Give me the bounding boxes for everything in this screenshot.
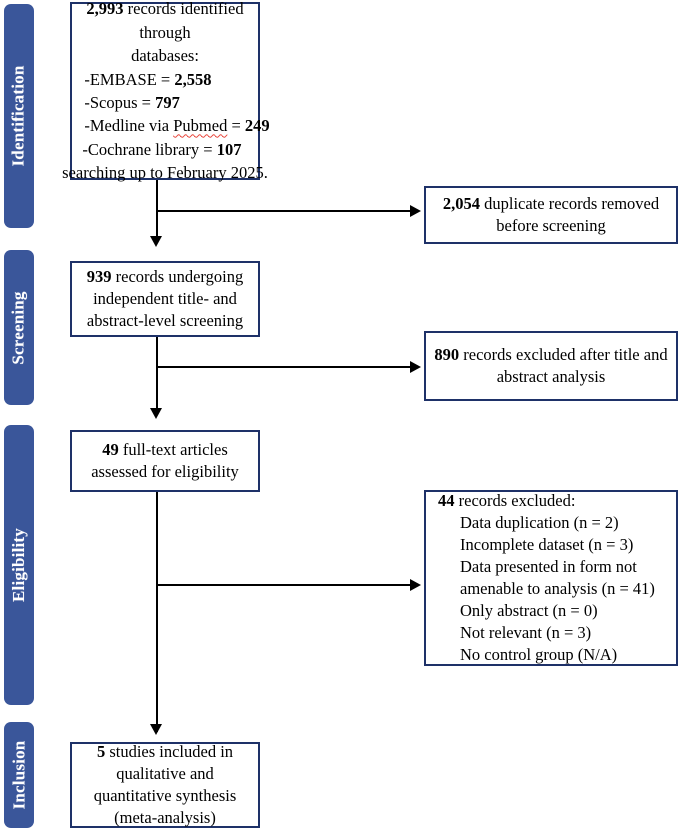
connector-screening-to-excluded bbox=[156, 366, 412, 368]
stage-label-screening: Screening bbox=[9, 290, 29, 365]
box-duplicates-removed: 2,054 duplicate records removed before s… bbox=[424, 186, 678, 244]
box-eligibility-excluded: 44 records excluded: Data duplication (n… bbox=[424, 490, 678, 666]
identification-count: 2,993 bbox=[86, 0, 124, 19]
eligibility-excluded-count: 44 bbox=[438, 491, 455, 511]
identification-heading-text: records identified through bbox=[123, 0, 244, 42]
screening-text: 939 records undergoing independent title… bbox=[72, 266, 258, 331]
eligibility-excluded-title: 44 records excluded: bbox=[426, 490, 575, 512]
source-name-pubmed-flagged: Pubmed bbox=[173, 116, 228, 136]
box-screening-records: 939 records undergoing independent title… bbox=[70, 261, 260, 337]
exclusion-reason-data-presented-form: Data presented in form not bbox=[460, 557, 637, 577]
arrowhead-down-to-screening bbox=[150, 236, 162, 247]
box-inclusion-studies: 5 studies included in qualitative and qu… bbox=[70, 742, 260, 828]
stage-bar-eligibility: Eligibility bbox=[4, 425, 34, 705]
stage-label-eligibility: Eligibility bbox=[9, 528, 28, 602]
dash-glyph: - bbox=[84, 93, 90, 112]
source-name-embase: EMBASE = bbox=[89, 69, 175, 89]
inclusion-count: 5 bbox=[96, 742, 106, 762]
screening-excluded-text: 890 records excluded after title and abs… bbox=[426, 344, 676, 388]
dash-glyph: - bbox=[84, 69, 90, 89]
exclusion-reason-data-presented-form-cont: amenable to analysis (n = 41) bbox=[460, 579, 655, 598]
eligibility-excluded-title-text: records excluded: bbox=[454, 491, 576, 511]
source-count-cochrane: 107 bbox=[216, 139, 242, 159]
arrowhead-right-to-screening-excluded bbox=[410, 361, 421, 373]
source-count-scopus: 797 bbox=[155, 93, 180, 112]
arrowhead-down-to-inclusion bbox=[150, 724, 162, 735]
stage-label-identification: Identification bbox=[9, 65, 28, 167]
source-name-medline-tail: = bbox=[227, 116, 245, 136]
identification-source-cochrane: -Cochrane library = 107 bbox=[60, 138, 269, 161]
identification-databases-label: databases: bbox=[131, 46, 199, 66]
screening-count: 939 bbox=[86, 267, 112, 287]
stage-bar-identification: Identification bbox=[4, 4, 34, 228]
screening-excluded-label: records excluded after title and abstrac… bbox=[459, 345, 668, 386]
stage-bar-inclusion: Inclusion bbox=[4, 722, 34, 828]
duplicates-removed-count: 2,054 bbox=[442, 194, 480, 214]
arrowhead-down-to-eligibility bbox=[150, 408, 162, 419]
connector-identification-to-duplicates bbox=[156, 210, 412, 212]
exclusion-reason-no-control-group: No control group (N/A) bbox=[460, 644, 618, 664]
exclusion-reason-incomplete-dataset: Incomplete dataset (n = 3) bbox=[460, 535, 634, 555]
source-name-cochrane: Cochrane library = bbox=[87, 139, 217, 159]
source-name-medline: Medline via bbox=[89, 116, 174, 136]
connector-screening-to-eligibility bbox=[156, 337, 158, 415]
dash-glyph: - bbox=[82, 139, 88, 159]
connector-eligibility-to-inclusion bbox=[156, 492, 158, 732]
screening-label: records undergoing independent title- an… bbox=[86, 267, 244, 330]
screening-excluded-count: 890 bbox=[434, 345, 460, 365]
identification-box-content: 2,993 records identified through databas… bbox=[60, 0, 270, 185]
inclusion-label: studies included in qualitative and quan… bbox=[93, 742, 237, 827]
identification-source-medline: -Medline via Pubmed = 249 bbox=[60, 114, 269, 137]
exclusion-reason-only-abstract: Only abstract (n = 0) bbox=[460, 600, 598, 620]
stage-bar-screening: Screening bbox=[4, 250, 34, 405]
source-name-scopus: Scopus = bbox=[89, 93, 156, 112]
source-count-medline: 249 bbox=[244, 116, 270, 136]
dash-glyph: - bbox=[84, 116, 90, 136]
duplicates-removed-label: duplicate records removed before screeni… bbox=[479, 194, 660, 235]
eligibility-text: 49 full-text articles assessed for eligi… bbox=[72, 439, 258, 483]
arrowhead-right-to-eligibility-excluded bbox=[410, 579, 421, 591]
source-count-embase: 2,558 bbox=[174, 69, 212, 89]
identification-source-embase: -EMBASE = 2,558 bbox=[60, 68, 269, 91]
connector-eligibility-to-excluded bbox=[156, 584, 412, 586]
eligibility-count: 49 bbox=[102, 440, 119, 460]
stage-label-inclusion: Inclusion bbox=[9, 740, 29, 810]
exclusion-reason-not-relevant: Not relevant (n = 3) bbox=[460, 622, 592, 642]
identification-source-scopus: -Scopus = 797 bbox=[60, 91, 269, 114]
arrowhead-right-to-duplicates bbox=[410, 205, 421, 217]
exclusion-reason-data-duplication: Data duplication (n = 2) bbox=[460, 513, 619, 533]
duplicates-removed-text: 2,054 duplicate records removed before s… bbox=[426, 193, 676, 237]
box-eligibility-articles: 49 full-text articles assessed for eligi… bbox=[70, 430, 260, 492]
eligibility-label: full-text articles assessed for eligibil… bbox=[91, 440, 239, 481]
identification-footer: searching up to February 2025. bbox=[62, 163, 268, 183]
box-screening-excluded: 890 records excluded after title and abs… bbox=[424, 331, 678, 401]
box-identification-records: 2,993 records identified through databas… bbox=[62, 0, 270, 182]
identification-heading: 2,993 records identified through bbox=[60, 0, 269, 44]
inclusion-text: 5 studies included in qualitative and qu… bbox=[72, 741, 258, 828]
